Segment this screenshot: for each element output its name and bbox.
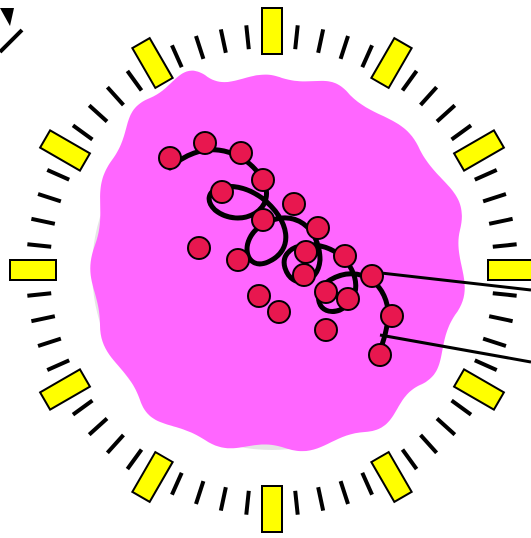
helix-bead xyxy=(194,132,216,154)
helix-bead xyxy=(334,245,356,267)
ring-tick xyxy=(73,400,92,414)
yellow-marker xyxy=(40,369,90,409)
ring-tick xyxy=(127,450,141,469)
ring-tick xyxy=(362,45,372,67)
yellow-marker xyxy=(371,452,411,502)
yellow-marker xyxy=(488,260,531,280)
ring-tick xyxy=(127,71,141,90)
ring-tick xyxy=(452,125,471,139)
ring-tick xyxy=(47,360,69,370)
ring-tick xyxy=(221,487,226,510)
ring-tick xyxy=(437,419,455,435)
yellow-marker xyxy=(371,38,411,88)
yellow-marker xyxy=(132,452,172,502)
yellow-marker xyxy=(10,260,56,280)
helix-bead xyxy=(248,285,270,307)
ring-tick xyxy=(196,481,203,504)
ring-tick xyxy=(493,293,517,296)
helix-bead xyxy=(227,249,249,271)
helix-bead xyxy=(381,305,403,327)
ring-tick xyxy=(31,316,54,321)
helix-bead xyxy=(293,264,315,286)
ring-tick xyxy=(172,45,182,67)
ring-tick xyxy=(493,244,517,247)
helix-bead xyxy=(252,209,274,231)
helix-bead xyxy=(307,217,329,239)
ring-tick xyxy=(295,25,298,49)
helix-bead xyxy=(230,142,252,164)
ring-tick xyxy=(341,36,348,59)
yellow-marker xyxy=(262,8,282,54)
helix-bead xyxy=(315,281,337,303)
ring-tick xyxy=(362,473,372,495)
helix-bead xyxy=(159,147,181,169)
ring-tick xyxy=(483,339,506,346)
corner-arrowhead-icon xyxy=(0,8,14,26)
ring-tick xyxy=(475,170,497,180)
ring-tick xyxy=(38,194,61,201)
pink-body xyxy=(90,71,464,451)
yellow-marker xyxy=(40,130,90,170)
ring-tick xyxy=(402,450,416,469)
helix-bead xyxy=(337,288,359,310)
helix-bead xyxy=(268,301,290,323)
yellow-marker xyxy=(132,38,172,88)
ring-tick xyxy=(483,194,506,201)
ring-tick xyxy=(475,360,497,370)
ring-tick xyxy=(196,36,203,59)
ring-tick xyxy=(89,105,107,121)
helix-bead xyxy=(369,344,391,366)
ring-tick xyxy=(221,29,226,52)
ring-tick xyxy=(27,244,51,247)
ring-tick xyxy=(27,293,51,296)
ring-tick xyxy=(246,491,249,515)
ring-tick xyxy=(318,487,323,510)
ring-tick xyxy=(402,71,416,90)
ring-tick xyxy=(421,87,437,105)
ring-tick xyxy=(246,25,249,49)
ring-tick xyxy=(172,473,182,495)
helix-bead xyxy=(295,241,317,263)
ring-tick xyxy=(89,419,107,435)
ring-tick xyxy=(437,105,455,121)
ring-tick xyxy=(295,491,298,515)
yellow-marker xyxy=(454,369,504,409)
ring-tick xyxy=(452,400,471,414)
ring-tick xyxy=(107,435,123,453)
helix-bead xyxy=(315,319,337,341)
ring-tick xyxy=(341,481,348,504)
helix-bead xyxy=(361,265,383,287)
ring-tick xyxy=(421,435,437,453)
ring-tick xyxy=(489,219,512,224)
helix-bead xyxy=(188,237,210,259)
helix-bead xyxy=(211,181,233,203)
ring-tick xyxy=(47,170,69,180)
ring-tick xyxy=(38,339,61,346)
yellow-marker xyxy=(262,486,282,532)
yellow-marker xyxy=(454,130,504,170)
ring-tick xyxy=(318,29,323,52)
helix-bead xyxy=(252,169,274,191)
helix-bead xyxy=(283,193,305,215)
ring-tick xyxy=(489,316,512,321)
ring-tick xyxy=(107,87,123,105)
ring-tick xyxy=(73,125,92,139)
ring-tick xyxy=(31,219,54,224)
